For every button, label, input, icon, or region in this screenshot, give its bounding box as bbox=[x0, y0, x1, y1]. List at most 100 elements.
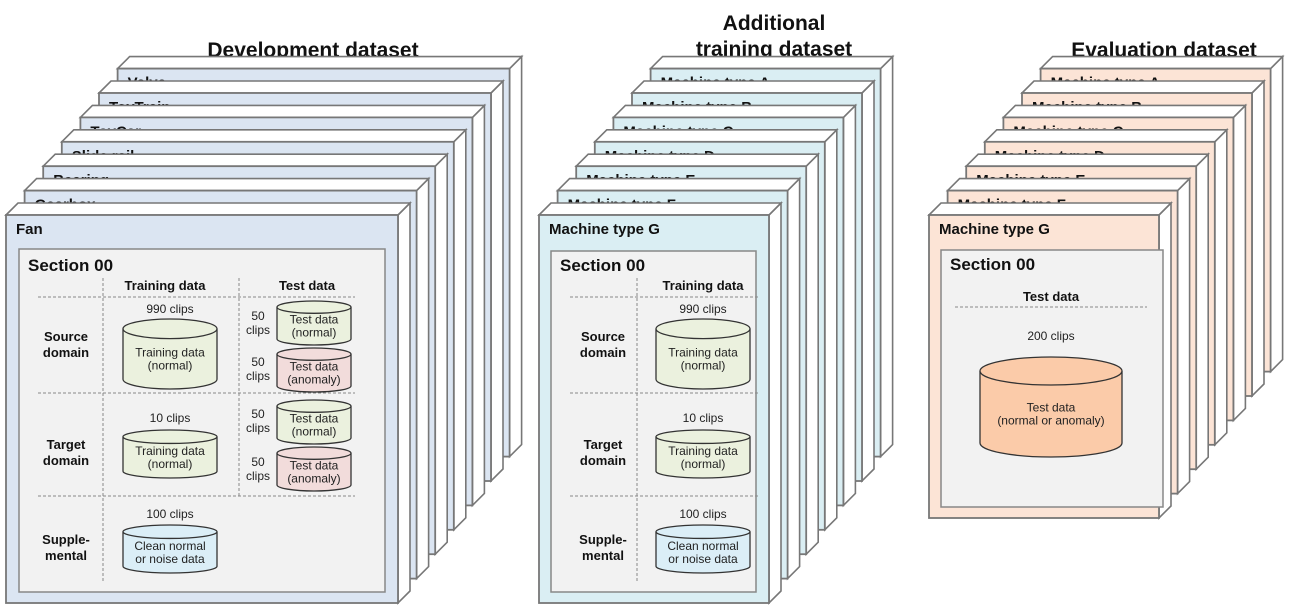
card-side bbox=[415, 176, 430, 581]
clip-count: 10 clips bbox=[150, 411, 191, 425]
target-test-anomaly-cylinder: Test data(anomaly) bbox=[276, 446, 352, 492]
cylinder-label: (normal) bbox=[681, 358, 726, 372]
row-label-source: Source bbox=[44, 329, 88, 344]
clip-count: clips bbox=[246, 469, 270, 483]
cylinder-label: or noise data bbox=[135, 552, 205, 566]
row-label-supplemental: mental bbox=[45, 548, 87, 563]
clip-count: 50 bbox=[251, 455, 265, 469]
cylinder-top bbox=[122, 429, 218, 445]
cylinder-body bbox=[122, 436, 218, 479]
cylinder-label: Test data bbox=[1027, 401, 1076, 415]
section-label: Section 00 bbox=[28, 256, 113, 275]
card-top bbox=[592, 129, 839, 143]
card-top bbox=[611, 104, 858, 119]
card-side bbox=[768, 201, 782, 605]
clip-count: 50 bbox=[251, 309, 265, 323]
cylinder-body bbox=[276, 354, 352, 393]
cylinder-top bbox=[276, 446, 352, 460]
card-top bbox=[982, 129, 1229, 143]
section-label: Section 00 bbox=[560, 256, 645, 275]
card-top bbox=[97, 80, 505, 94]
card-top bbox=[1038, 55, 1285, 70]
card-side bbox=[471, 103, 486, 508]
cylinder-body bbox=[276, 406, 352, 445]
clip-count: 10 clips bbox=[683, 411, 724, 425]
card-top bbox=[1020, 80, 1266, 94]
cylinder-label: (normal) bbox=[292, 425, 337, 439]
front-card-label: Fan bbox=[16, 221, 43, 238]
card-top bbox=[1001, 104, 1248, 119]
row-label-target: Target bbox=[47, 437, 86, 452]
card-side bbox=[508, 54, 523, 459]
card-top bbox=[555, 177, 802, 192]
card-side bbox=[786, 176, 801, 581]
front-card-label: Machine type G bbox=[939, 221, 1050, 238]
card-top bbox=[537, 202, 783, 216]
card-side bbox=[1251, 79, 1265, 398]
card-side bbox=[805, 152, 820, 557]
cylinder-label: (anomaly) bbox=[287, 472, 340, 486]
additional-title: Additional bbox=[723, 12, 826, 35]
clip-count: 990 clips bbox=[679, 302, 726, 316]
row-label-source: Source bbox=[581, 329, 625, 344]
card-side bbox=[823, 127, 838, 532]
cylinder-top bbox=[655, 318, 751, 340]
cylinder-label: (normal or anomaly) bbox=[997, 414, 1104, 428]
front-card-label: Machine type G bbox=[549, 221, 660, 238]
cylinder-top bbox=[276, 300, 352, 314]
row-label-source: domain bbox=[580, 345, 626, 360]
cylinder-label: or noise data bbox=[668, 552, 738, 566]
cylinder-label: (anomaly) bbox=[287, 373, 340, 387]
card-top bbox=[630, 80, 876, 94]
section-label: Section 00 bbox=[950, 255, 1035, 274]
row-label-supplemental: Supple- bbox=[579, 532, 627, 547]
row-label-target: domain bbox=[580, 453, 626, 468]
cylinder-body bbox=[122, 531, 218, 574]
clip-count: 100 clips bbox=[679, 507, 726, 521]
clip-count: clips bbox=[246, 369, 270, 383]
cylinder-label: Training data bbox=[668, 444, 738, 458]
clip-count: 990 clips bbox=[146, 302, 193, 316]
cylinder-label: (normal) bbox=[292, 326, 337, 340]
card-top bbox=[927, 202, 1173, 216]
cylinder-label: (normal) bbox=[148, 457, 193, 471]
cylinder-body bbox=[655, 531, 751, 574]
cylinder-label: (normal) bbox=[148, 358, 193, 372]
card-side bbox=[861, 79, 875, 483]
card-top bbox=[964, 153, 1211, 167]
clip-count: 100 clips bbox=[146, 507, 193, 521]
card-side bbox=[397, 201, 411, 605]
card-side bbox=[1232, 103, 1247, 423]
row-label-target: Target bbox=[584, 437, 623, 452]
source-test-anomaly-cylinder: Test data(anomaly) bbox=[276, 347, 352, 393]
cylinder-label: Test data bbox=[290, 360, 339, 374]
card-top bbox=[22, 177, 431, 192]
cylinder-top bbox=[276, 399, 352, 413]
clip-count: clips bbox=[246, 323, 270, 337]
cylinder-top bbox=[655, 429, 751, 445]
cylinder-body bbox=[276, 307, 352, 346]
card-side bbox=[490, 79, 504, 483]
additional-title: training dataset bbox=[696, 38, 852, 61]
card-side bbox=[434, 152, 449, 557]
source-training-cylinder: Training data(normal) bbox=[655, 318, 751, 390]
card-side bbox=[452, 127, 467, 532]
training-data-header: Training data bbox=[125, 278, 207, 293]
cylinder-top bbox=[276, 347, 352, 361]
row-label-supplemental: mental bbox=[582, 548, 624, 563]
card-top bbox=[115, 55, 524, 70]
cylinder-top bbox=[122, 524, 218, 540]
card-side bbox=[1214, 127, 1228, 447]
cylinder-label: Test data bbox=[290, 313, 339, 327]
card-side bbox=[879, 54, 894, 459]
source-training-cylinder: Training data(normal) bbox=[122, 318, 218, 390]
cylinder-body bbox=[122, 328, 218, 390]
card-side bbox=[1176, 176, 1191, 496]
cylinder-top bbox=[122, 318, 218, 340]
clip-count: 50 bbox=[251, 355, 265, 369]
clip-count: 200 clips bbox=[1027, 329, 1074, 343]
card-side bbox=[1195, 152, 1209, 472]
